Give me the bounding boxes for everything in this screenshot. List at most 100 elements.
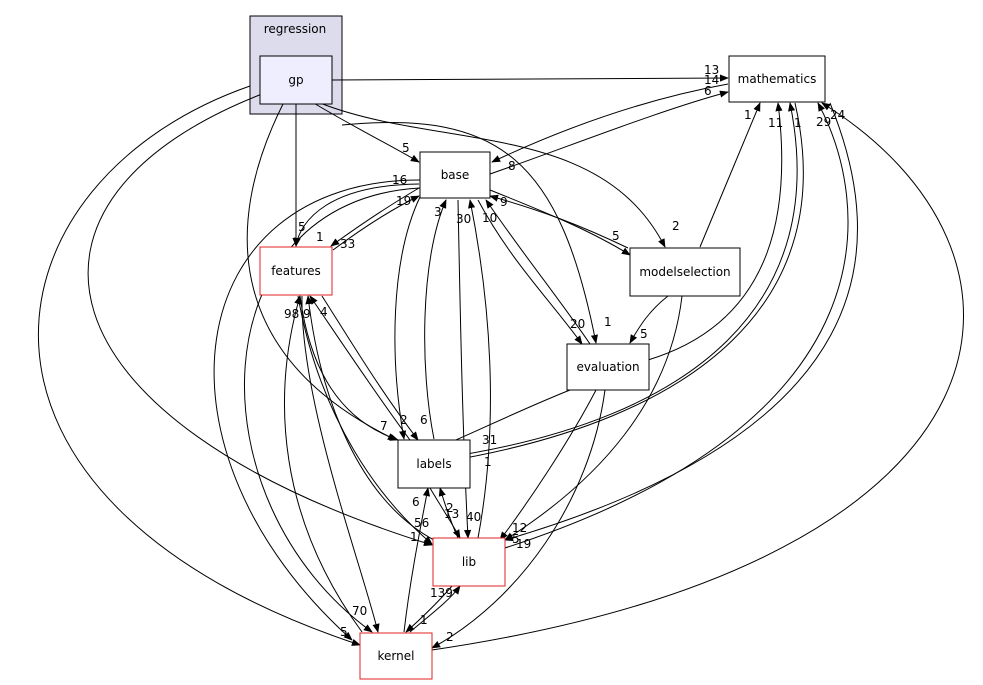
svg-text:modelselection: modelselection (639, 265, 730, 279)
edge-gp-evaluation (341, 122, 598, 344)
edge-mathematics-lib (504, 102, 858, 542)
edge-base-kernel-2 (213, 179, 421, 641)
edge-kernel-lib (409, 585, 461, 633)
svg-text:base: base (441, 168, 470, 182)
edge-label: 3 (434, 205, 442, 219)
edge-gp-base (311, 101, 420, 163)
svg-text:labels: labels (416, 457, 451, 471)
edge-label: 11 (768, 116, 783, 130)
edge-lib-base (468, 199, 491, 539)
svg-text:features: features (271, 264, 321, 278)
edge-labels-lib (429, 487, 461, 539)
edge-mathematics-labels (441, 102, 804, 465)
edge-label: 139 (430, 586, 453, 600)
edge-label: 5 (640, 327, 648, 341)
edge-kernel-labels (403, 487, 431, 633)
edge-label: 10 (482, 211, 497, 225)
edge-label: 1 (794, 116, 802, 130)
edge-label: 31 (482, 433, 497, 447)
edge-label: 5 (340, 625, 348, 639)
edge-evaluation-mathematics (647, 102, 783, 361)
edge-lib-mathematics (504, 102, 849, 549)
edge-label: 13 (444, 507, 459, 521)
edge-label: 70 (352, 604, 367, 618)
edge-label: 16 (392, 173, 407, 187)
edge-features-kernel (301, 295, 380, 633)
edge-gp-mathematics (331, 74, 729, 82)
edge-label: 1 (484, 455, 492, 469)
edge-label: 5 (512, 532, 520, 546)
edge-label: 1 (410, 530, 418, 544)
node-mathematics[interactable]: mathematics (728, 55, 826, 103)
svg-text:lib: lib (462, 555, 476, 569)
edge-label: 5 (612, 229, 620, 243)
node-modelselection[interactable]: modelselection (629, 247, 741, 297)
node-base[interactable]: base (419, 151, 491, 199)
edge-label: 12 (512, 521, 527, 535)
edge-label: 13 (704, 63, 719, 77)
edge-evaluation-kernel (431, 389, 606, 649)
edge-label: 9 (500, 195, 508, 209)
edge-modelselection-lib (504, 295, 683, 541)
edge-base-lib (457, 199, 472, 539)
edge-label: 2 (672, 219, 680, 233)
edge-label: 2 (400, 413, 408, 427)
node-gp[interactable]: gp (259, 55, 333, 105)
edge-kernel-mathematics (431, 102, 965, 651)
edge-gp-lib (87, 93, 433, 547)
edge-label: 2 (446, 630, 454, 644)
edge-evaluation-base (485, 199, 591, 345)
edge-label: 1 (420, 613, 428, 627)
edge-features-labels (299, 295, 399, 441)
edge-label: 33 (340, 237, 355, 251)
edge-label: 1 (316, 230, 324, 244)
node-features[interactable]: features (259, 246, 333, 296)
edge-base-labels (394, 196, 421, 440)
edge-labels-mathematics (441, 102, 798, 459)
edge-label: 30 (456, 212, 471, 226)
edge-label: 5 (298, 220, 306, 234)
node-evaluation[interactable]: evaluation (566, 343, 650, 391)
edge-base-mathematics (489, 90, 729, 175)
edge-modelselection-evaluation (629, 295, 669, 344)
edge-lib-features (305, 295, 435, 541)
node-lib[interactable]: lib (432, 537, 506, 587)
edge-label: 6 (420, 413, 428, 427)
edge-label: 19 (396, 194, 411, 208)
edge-gp-kernel (37, 85, 361, 646)
edge-base-features (330, 187, 420, 247)
edge-label: 40 (466, 510, 481, 524)
edge-base-evaluation (477, 199, 583, 345)
node-kernel[interactable]: kernel (359, 632, 433, 680)
edge-kernel-features (284, 295, 363, 633)
edge-base-kernel (243, 187, 421, 633)
edge-evaluation-lib (499, 389, 597, 541)
edge-lib-kernel (405, 585, 453, 633)
edge-labels-features (309, 295, 411, 441)
edge-label: 19 (516, 537, 531, 551)
node-labels[interactable]: labels (397, 439, 471, 489)
edge-label: 6 (412, 495, 420, 509)
edge-lib-labels (438, 487, 459, 539)
svg-text:evaluation: evaluation (576, 360, 639, 374)
edge-label: 1 (604, 315, 612, 329)
edge-label: 24 (830, 108, 845, 122)
svg-text:kernel: kernel (378, 649, 415, 663)
edge-label: 7 (380, 419, 388, 433)
edge-label: 9 (303, 307, 311, 321)
edge-features-base (332, 195, 420, 251)
edge-labels: 13 14 6 5 8 16 19 9 3 30 10 2 5 1 33 5 1… (284, 63, 845, 644)
edge-gp-labels (246, 103, 397, 441)
edge-label: 98 (284, 307, 299, 321)
svg-text:mathematics: mathematics (738, 72, 817, 86)
cluster-regression-label: regression (264, 22, 327, 36)
edge-label: 6 (704, 84, 712, 98)
edge-label: 29 (816, 115, 831, 129)
edge-label: 20 (570, 317, 585, 331)
edge-base-features-2 (293, 183, 420, 247)
edge-modelselection-base (489, 194, 629, 249)
edge-label: 8 (508, 159, 516, 173)
edge-label: 56 (414, 516, 429, 530)
edge-gp-modelselection (319, 102, 666, 248)
